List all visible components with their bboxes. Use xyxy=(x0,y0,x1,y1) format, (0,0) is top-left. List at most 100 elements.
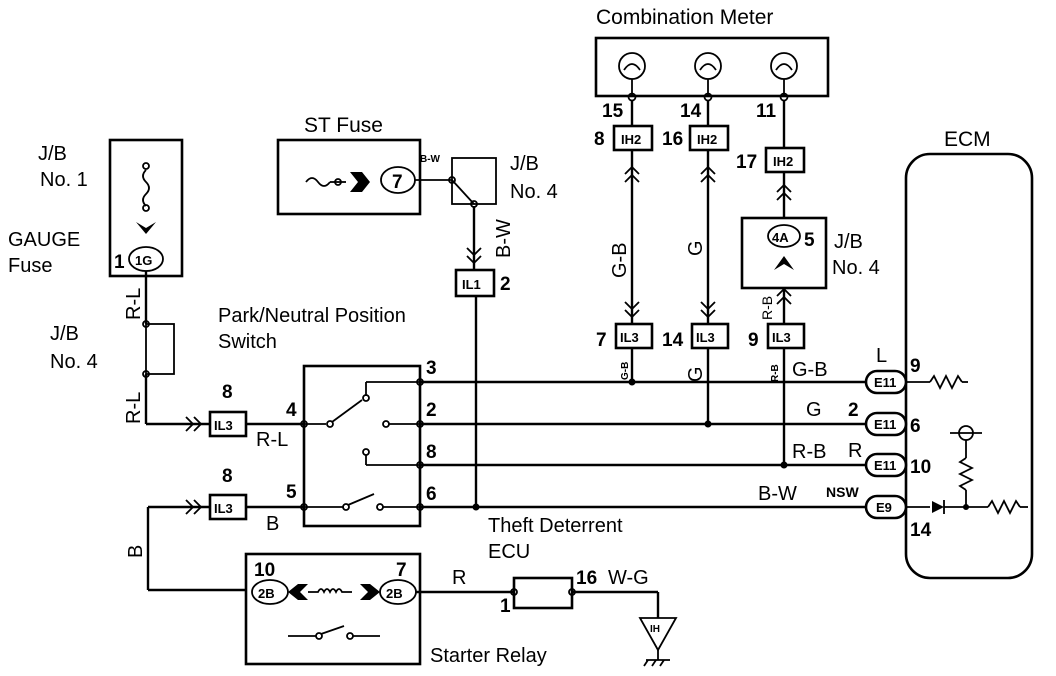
wire-label: B xyxy=(266,513,279,535)
connector-code: E11 xyxy=(874,417,896,432)
wire-label: R-L xyxy=(256,429,288,451)
il3-connector xyxy=(208,410,248,438)
gauge-fuse-label: Fuse xyxy=(8,255,52,277)
starter-relay-box xyxy=(244,552,422,666)
ecm-terminal-label: R xyxy=(848,440,862,462)
ecm-box xyxy=(904,152,1034,580)
connector-pin: 2 xyxy=(500,274,511,295)
connector-code: IL3 xyxy=(620,330,639,345)
st-fuse-box xyxy=(276,138,422,216)
ecm-terminal-label: 2 xyxy=(848,400,859,421)
relay-pin: 10 xyxy=(254,560,275,581)
connector-pin: 17 xyxy=(736,152,757,173)
wire-label: G-B xyxy=(792,359,828,381)
switch-pin: 2 xyxy=(426,400,437,421)
connector-code: 2B xyxy=(386,586,403,601)
connector-code: 1G xyxy=(135,253,152,268)
wire-label: R-B xyxy=(770,364,781,382)
wire-label: R-B xyxy=(759,296,775,320)
theft-ecu-box xyxy=(512,576,574,610)
connector-pin: 5 xyxy=(804,230,815,251)
wire-label: R xyxy=(452,567,466,589)
switch-pin: 8 xyxy=(426,442,437,463)
connector-pin: 8 xyxy=(222,382,233,403)
combination-meter-title: Combination Meter xyxy=(596,6,773,29)
connector-pin: 1 xyxy=(114,252,125,273)
connector-pin: 16 xyxy=(662,129,683,150)
ecm-title: ECM xyxy=(944,128,991,151)
il3-connector xyxy=(690,322,730,350)
switch-pin: 4 xyxy=(286,400,297,421)
starter-relay-title: Starter Relay xyxy=(430,645,547,667)
st-fuse-title: ST Fuse xyxy=(304,114,383,137)
switch-title: Switch xyxy=(218,331,277,353)
connector-code: IL3 xyxy=(214,418,233,433)
ecm-connector xyxy=(864,452,908,478)
wire-label: G-B xyxy=(620,362,631,380)
meter-pin: 15 xyxy=(602,101,624,122)
connector-code: E11 xyxy=(874,458,896,473)
wire-label: R-L xyxy=(123,288,145,320)
ecm-internal-circuit xyxy=(906,373,1028,516)
theft-ecu-title: ECU xyxy=(488,541,530,563)
il3-connector xyxy=(766,322,806,350)
wire-label: G xyxy=(806,399,822,421)
connector-pin: 7 xyxy=(596,330,607,351)
connector-pin: 8 xyxy=(594,129,605,150)
relay-coil-icon xyxy=(308,588,352,595)
ecm-pin: 14 xyxy=(910,520,932,541)
jb-label: No. 1 xyxy=(40,169,88,191)
theft-ecu-pin: 1 xyxy=(500,596,511,617)
switch-pin: 3 xyxy=(426,358,437,379)
relay-pin: 7 xyxy=(396,560,407,581)
park-neutral-switch-box xyxy=(302,364,422,528)
switch-contacts xyxy=(300,378,424,511)
ecm-terminal-label: NSW xyxy=(826,484,859,500)
ih2-connector xyxy=(688,124,730,152)
connector-code: IL3 xyxy=(696,330,715,345)
wire-label: R-L xyxy=(123,392,145,424)
wire-label: W-G xyxy=(608,567,649,589)
connector-code: IH2 xyxy=(621,132,641,147)
connector-code: IH2 xyxy=(697,132,717,147)
il3-connector xyxy=(614,322,654,350)
jb-no4-right-box xyxy=(740,216,828,290)
wire-label: B-W xyxy=(420,154,441,165)
connector-code: 4A xyxy=(772,230,789,245)
wire-label: G xyxy=(685,366,707,382)
jb-label: J/B xyxy=(510,153,539,175)
connector-code: IL3 xyxy=(772,330,791,345)
combination-meter-box xyxy=(594,36,830,98)
wire-label: G xyxy=(685,240,707,256)
jb-label: No. 4 xyxy=(832,257,880,279)
ground-icon xyxy=(638,617,678,667)
switch-pin: 6 xyxy=(426,484,437,505)
wire-label: B-W xyxy=(493,219,515,258)
switch-pin: 5 xyxy=(286,482,297,503)
relay-contact xyxy=(288,625,380,640)
ecm-terminal-label: L xyxy=(876,345,887,367)
connector-pin: 8 xyxy=(222,466,233,487)
il1-connector xyxy=(454,268,496,298)
wire-label: B-W xyxy=(758,483,797,505)
jb-label: No. 4 xyxy=(510,181,558,203)
ground-code: IH xyxy=(650,624,660,635)
connector-code: IL3 xyxy=(214,501,233,516)
jb-no4-top-box xyxy=(451,157,497,205)
ecm-pin: 9 xyxy=(910,356,921,377)
connector-code: 7 xyxy=(392,172,403,193)
connector-code: E9 xyxy=(876,500,892,515)
ecm-pin: 6 xyxy=(910,416,921,437)
connector-code: IL1 xyxy=(462,277,481,292)
connector-pin: 14 xyxy=(662,330,684,351)
wire-label: G-B xyxy=(609,242,631,278)
jb-no4-left-box xyxy=(145,323,175,375)
jb-label: J/B xyxy=(834,231,863,253)
connector-code: 2B xyxy=(258,586,275,601)
wire-label: R-B xyxy=(792,441,826,463)
theft-ecu-pin: 16 xyxy=(576,568,597,589)
gauge-fuse-label: GAUGE xyxy=(8,229,80,251)
jb-label: J/B xyxy=(50,323,79,345)
wire-label: B xyxy=(125,545,147,558)
